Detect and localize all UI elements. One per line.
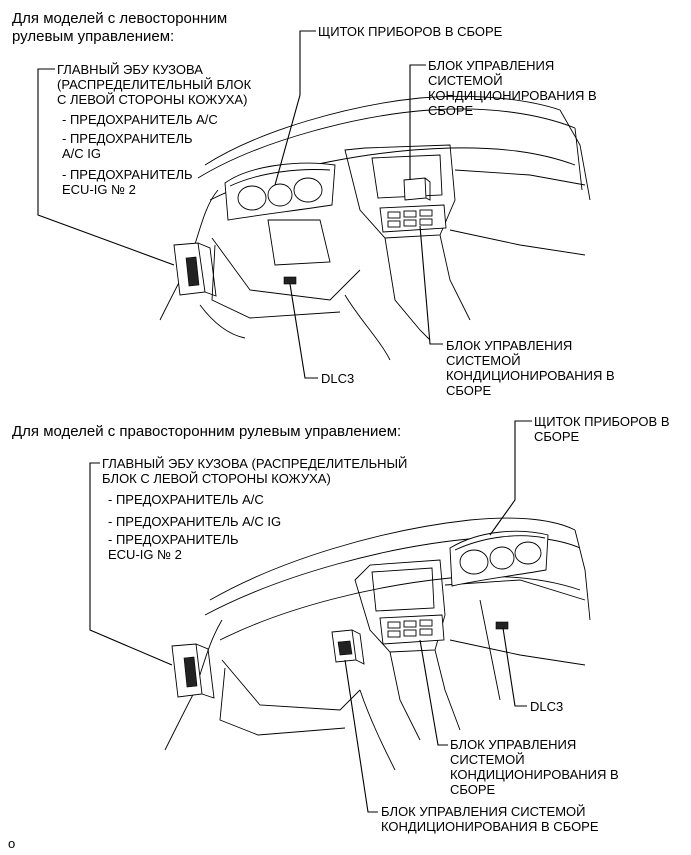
rhd-ac-control-label: БЛОК УПРАВЛЕНИЯ СИСТЕМОЙ КОНДИЦИОНИРОВАН… bbox=[450, 737, 619, 797]
lhd-combination-meter-label: ЩИТОК ПРИБОРОВ В СБОРЕ bbox=[318, 24, 503, 39]
rhd-main-body-ecu-label: ГЛАВНЫЙ ЭБУ КУЗОВА (РАСПРЕДЕЛИТЕЛЬНЫЙ БЛ… bbox=[102, 456, 408, 486]
lhd-fuse-ac-ig-label: - ПРЕДОХРАНИТЕЛЬ A/C IG bbox=[62, 131, 193, 161]
rhd-ac-amplifier-label: БЛОК УПРАВЛЕНИЯ СИСТЕМОЙ КОНДИЦИОНИРОВАН… bbox=[381, 804, 599, 834]
rhd-combination-meter bbox=[449, 530, 549, 587]
lhd-ac-amplifier bbox=[403, 177, 431, 201]
lhd-heading: Для моделей с левосторонним рулевым упра… bbox=[12, 10, 228, 45]
rhd-dashboard-drawing bbox=[164, 517, 591, 771]
rhd-fuse-ac-label: - ПРЕДОХРАНИТЕЛЬ A/C bbox=[108, 492, 264, 507]
lhd-combination-meter bbox=[224, 162, 336, 221]
lhd-ac-amplifier-label: БЛОК УПРАВЛЕНИЯ СИСТЕМОЙ КОНДИЦИОНИРОВАН… bbox=[428, 58, 597, 118]
rhd-leader-lines bbox=[89, 420, 532, 813]
rhd-ac-control-panel bbox=[379, 614, 445, 645]
lhd-fuse-ac-label: - ПРЕДОХРАНИТЕЛЬ A/C bbox=[62, 112, 218, 127]
rhd-main-body-ecu bbox=[171, 643, 215, 699]
rhd-fuse-ac-ig-label: - ПРЕДОХРАНИТЕЛЬ A/C IG bbox=[108, 514, 282, 529]
lhd-main-body-ecu bbox=[173, 242, 217, 297]
rhd-ac-amplifier bbox=[331, 629, 365, 665]
lhd-dashboard-drawing bbox=[159, 95, 591, 361]
rhd-dlc3-connector bbox=[495, 621, 509, 630]
lhd-leader-lines bbox=[37, 30, 443, 379]
figure-code: o bbox=[8, 836, 16, 851]
rhd-combination-meter-label: ЩИТОК ПРИБОРОВ В СБОРЕ bbox=[534, 414, 670, 444]
lhd-ac-control-panel bbox=[379, 204, 447, 233]
lhd-dlc3-connector bbox=[283, 276, 297, 285]
rhd-dlc3-label: DLC3 bbox=[530, 699, 564, 714]
lhd-dlc3-label: DLC3 bbox=[321, 371, 355, 386]
lhd-fuse-ecu-ig-label: - ПРЕДОХРАНИТЕЛЬ ECU-IG № 2 bbox=[62, 167, 193, 197]
lhd-ac-control-label: БЛОК УПРАВЛЕНИЯ СИСТЕМОЙ КОНДИЦИОНИРОВАН… bbox=[446, 338, 615, 398]
rhd-fuse-ecu-ig-label: - ПРЕДОХРАНИТЕЛЬ ECU-IG № 2 bbox=[108, 532, 239, 562]
lhd-main-body-ecu-label: ГЛАВНЫЙ ЭБУ КУЗОВА (РАСПРЕДЕЛИТЕЛЬНЫЙ БЛ… bbox=[57, 62, 252, 107]
rhd-heading: Для моделей с правосторонним рулевым упр… bbox=[12, 423, 402, 440]
